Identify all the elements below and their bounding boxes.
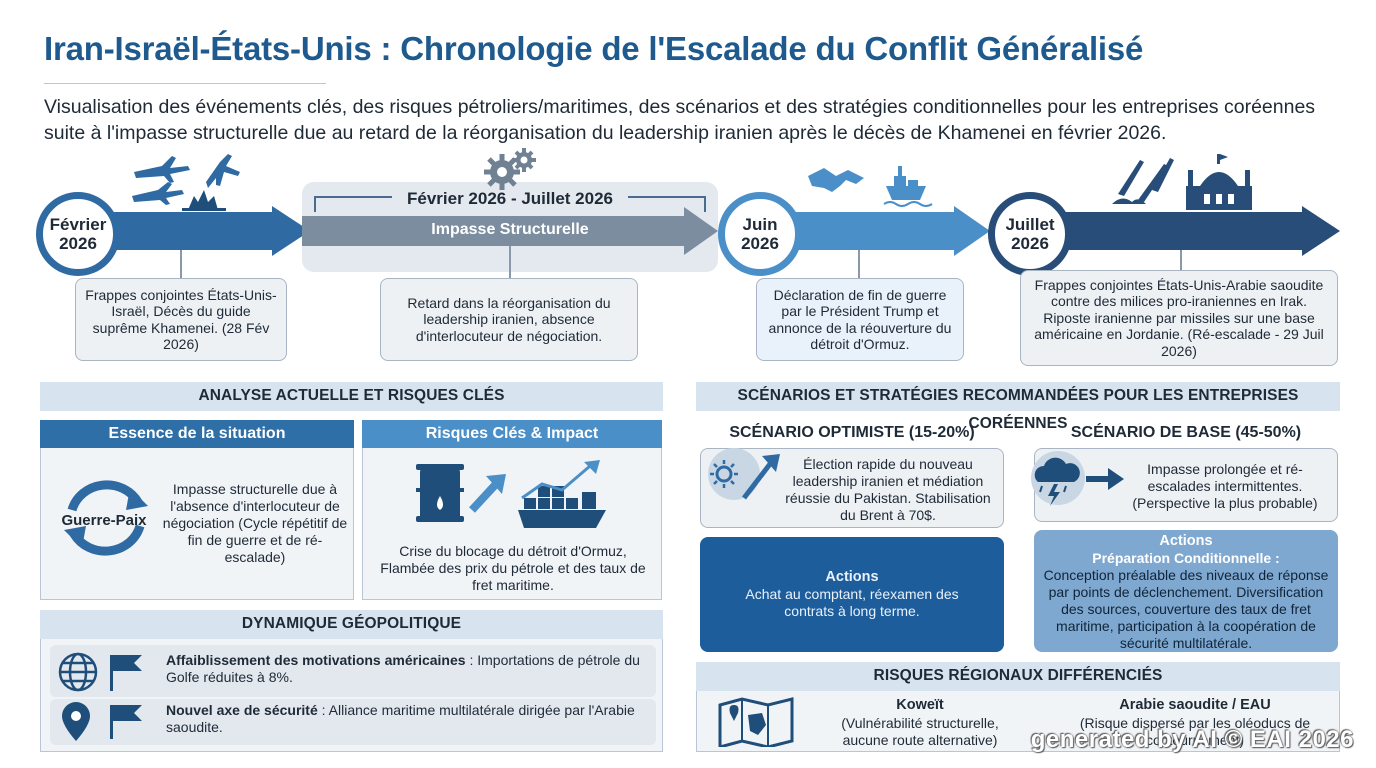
title-divider — [44, 83, 326, 84]
timeline-arrows — [70, 206, 1340, 256]
gears-icon — [484, 148, 536, 190]
geopolitics-item-1-text: : Importations de pétrole du Golfe rédui… — [166, 652, 640, 685]
date-circle-feb: Février 2026 — [36, 192, 120, 276]
geopolitics-item-2-text: : Alliance maritime multilatérale dirigé… — [166, 702, 635, 735]
base-box — [1034, 448, 1338, 522]
region-kuwait-name: Koweït — [896, 697, 944, 713]
page-title: Iran-Israël-États-Unis : Chronologie de … — [44, 30, 1144, 67]
optimistic-actions: Actions Achat au comptant, réexamen des … — [700, 537, 1004, 652]
stem-feb — [180, 250, 182, 280]
optimistic-title: SCÉNARIO OPTIMISTE (15-20%) — [729, 424, 975, 441]
arrow-segment-june — [760, 206, 990, 256]
geopolitics-header: DYNAMIQUE GÉOPOLITIQUE — [40, 610, 663, 639]
map-icon — [718, 697, 794, 747]
geopolitics-item-2-bold: Nouvel axe de sécurité — [166, 702, 318, 718]
period-label: Février 2026 - Juillet 2026 — [392, 189, 628, 211]
essence-text: Impasse structurelle due à l'absence d'i… — [162, 481, 348, 565]
region-saudi-uae-name: Arabie saoudite / EAU — [1119, 697, 1271, 713]
cycle-arrows-icon — [64, 480, 148, 556]
base-title: SCÉNARIO DE BASE (45-50%) — [1070, 424, 1302, 441]
pin-flag-icon — [62, 702, 142, 741]
arrow-segment-impasse — [302, 207, 718, 255]
handshake-ship-icon — [808, 166, 933, 207]
fighter-jets-icon — [132, 154, 240, 211]
event-box-feb: Frappes conjointes États-Unis-Israël, Dé… — [75, 278, 287, 361]
optimistic-actions-text: Achat au comptant, réexamen des contrats… — [745, 586, 959, 619]
regional-header: RISQUES RÉGIONAUX DIFFÉRENCIÉS — [696, 662, 1340, 691]
optimistic-actions-title: Actions — [825, 569, 879, 585]
date-circle-june: Juin 2026 — [718, 192, 802, 276]
oil-shipping-icon — [416, 460, 606, 528]
analysis-header: ANALYSE ACTUELLE ET RISQUES CLÉS — [40, 382, 663, 411]
arrow-segment-feb — [70, 206, 310, 256]
geopolitics-item-1: Affaiblissement des motivations américai… — [166, 652, 652, 686]
risks-card-title: Risques Clés & Impact — [362, 420, 662, 448]
geopolitics-row-1 — [50, 645, 656, 697]
risks-card — [362, 420, 662, 600]
page-subtitle: Visualisation des événements clés, des r… — [44, 96, 1316, 144]
event-box-impasse: Retard dans la réorganisation du leaders… — [380, 278, 638, 361]
base-actions: Actions Préparation Conditionnelle : Con… — [1034, 530, 1338, 652]
risks-text: Crise du blocage du détroit d'Ormuz, Fla… — [380, 543, 646, 593]
impasse-arrow-label: Impasse Structurelle — [431, 221, 589, 238]
geopolitics-item-2: Nouvel axe de sécurité : Alliance mariti… — [166, 702, 652, 736]
date-circle-july: Juillet 2026 — [988, 192, 1072, 276]
event-box-july: Frappes conjointes États-Unis-Arabie sao… — [1020, 270, 1338, 366]
geopolitics-row-2 — [50, 699, 656, 745]
scenarios-header: SCÉNARIOS ET STRATÉGIES RECOMMANDÉES POU… — [696, 382, 1340, 432]
base-actions-title: Actions — [1159, 533, 1213, 549]
watermark: generated by AI © EAI 2026 — [1030, 726, 1354, 753]
regional-card — [696, 691, 1340, 752]
sun-growth-icon — [708, 448, 780, 500]
globe-flag-icon — [58, 652, 142, 692]
stem-july — [1180, 250, 1182, 272]
stem-impasse — [509, 246, 511, 280]
storm-cloud-icon — [1031, 451, 1124, 506]
cycle-label: Guerre-Paix — [61, 512, 147, 529]
missiles-mosque-icon — [1112, 154, 1252, 210]
base-actions-text: Conception préalable des niveaux de répo… — [1043, 567, 1329, 651]
base-text: Impasse prolongée et ré-escalades interm… — [1132, 461, 1318, 511]
arrow-segment-july — [1030, 206, 1340, 256]
optimistic-text: Élection rapide du nouveau leadership ir… — [785, 456, 991, 523]
stem-june — [858, 250, 860, 280]
geopolitics-item-1-bold: Affaiblissement des motivations américai… — [166, 652, 466, 668]
event-box-june: Déclaration de fin de guerre par le Prés… — [756, 278, 964, 361]
region-saudi-uae-text: (Risque dispersé par les oléoducs de con… — [1079, 715, 1311, 748]
base-actions-subtitle: Préparation Conditionnelle : — [1092, 550, 1280, 566]
region-kuwait-text: (Vulnérabilité structurelle, aucune rout… — [841, 715, 999, 748]
essence-card-title: Essence de la situation — [40, 420, 354, 448]
